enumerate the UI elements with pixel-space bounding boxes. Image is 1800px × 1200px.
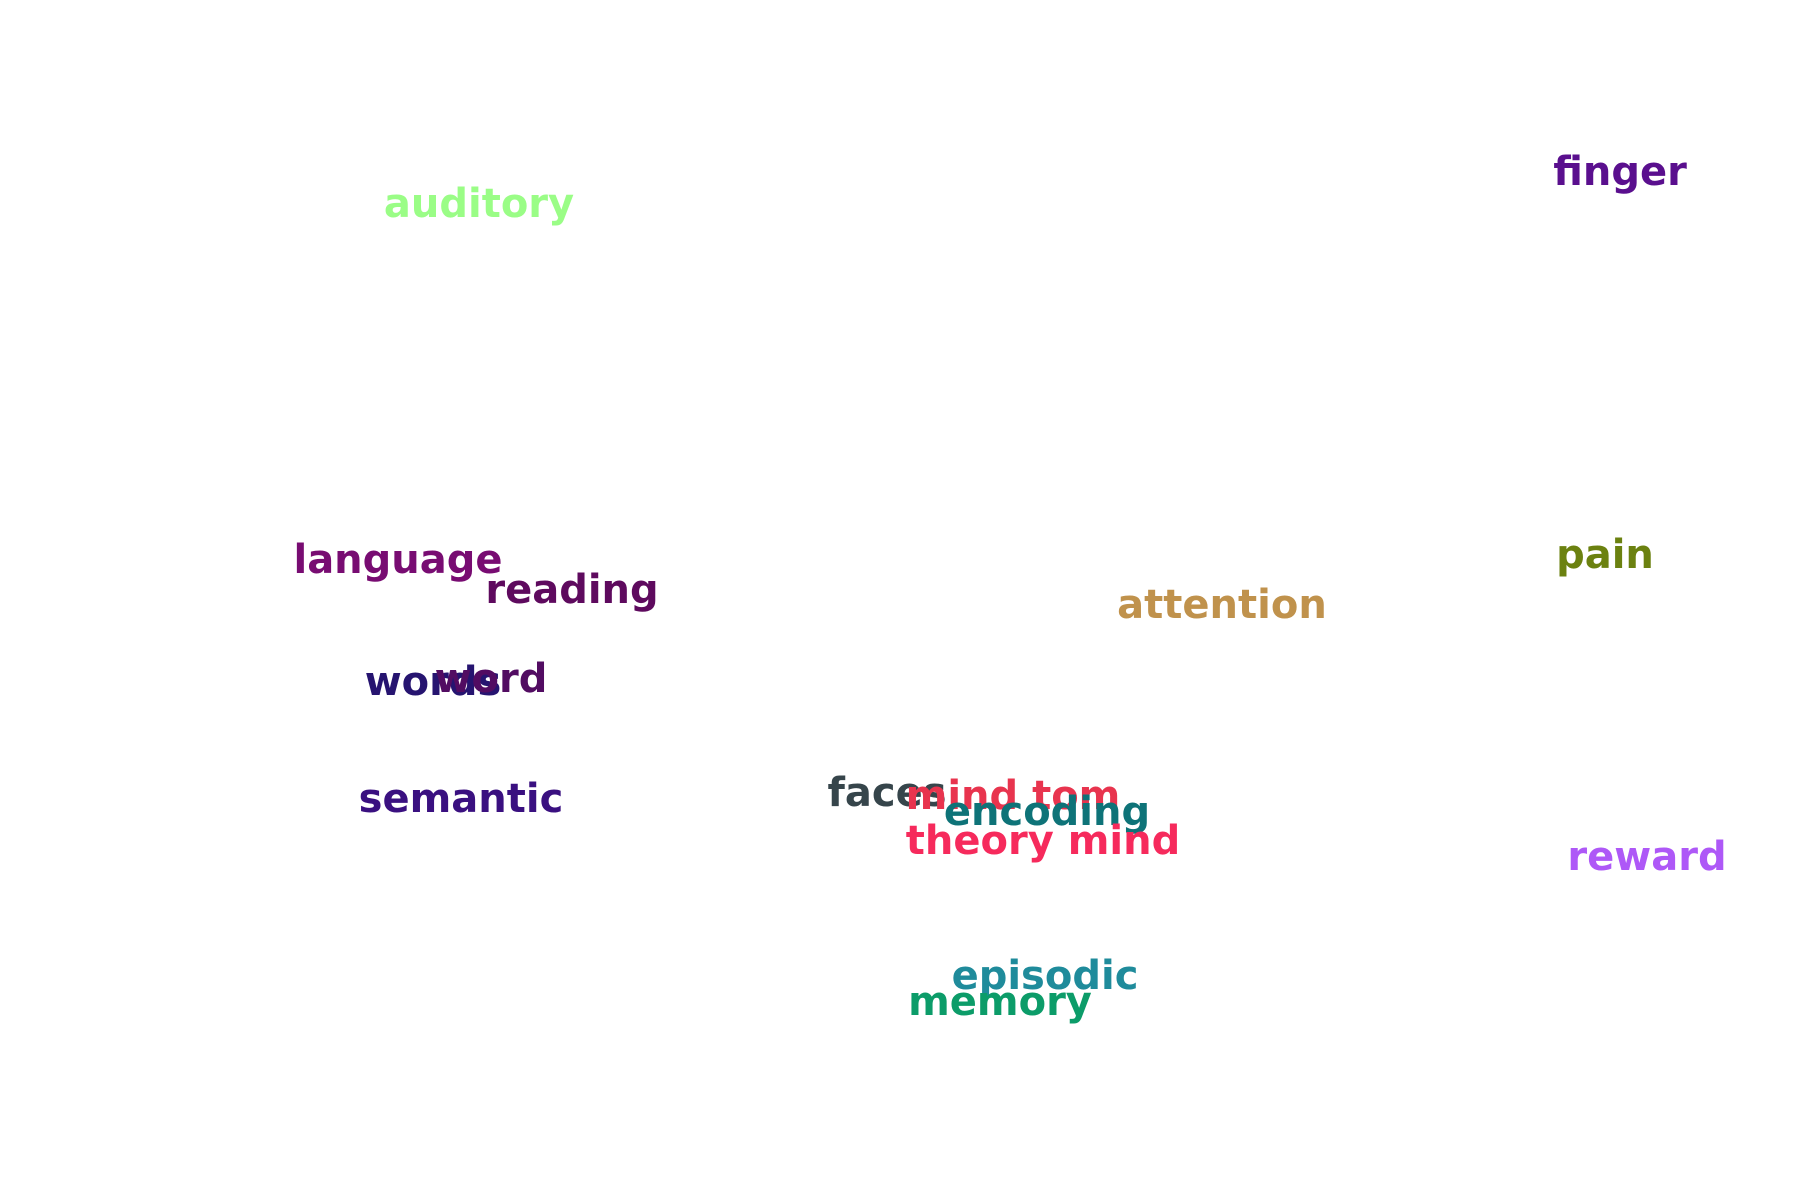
term-memory: memory — [908, 979, 1092, 1025]
term-reading: reading — [485, 567, 659, 613]
term-theory-mind: theory mind — [905, 818, 1181, 864]
term-mind-tom: mind tom — [905, 773, 1121, 819]
term-faces: faces — [827, 770, 947, 816]
term-finger: finger — [1553, 149, 1687, 195]
term-auditory: auditory — [383, 181, 575, 227]
term-language: language — [293, 537, 503, 583]
term-semantic: semantic — [358, 776, 564, 822]
term-pain: pain — [1556, 532, 1654, 578]
term-attention: attention — [1117, 582, 1327, 628]
term-word: word — [434, 656, 548, 702]
term-episodic: episodic — [951, 953, 1139, 999]
term-reward: reward — [1567, 834, 1727, 880]
term-words: words — [364, 659, 502, 705]
term-encoding: encoding — [943, 789, 1151, 835]
